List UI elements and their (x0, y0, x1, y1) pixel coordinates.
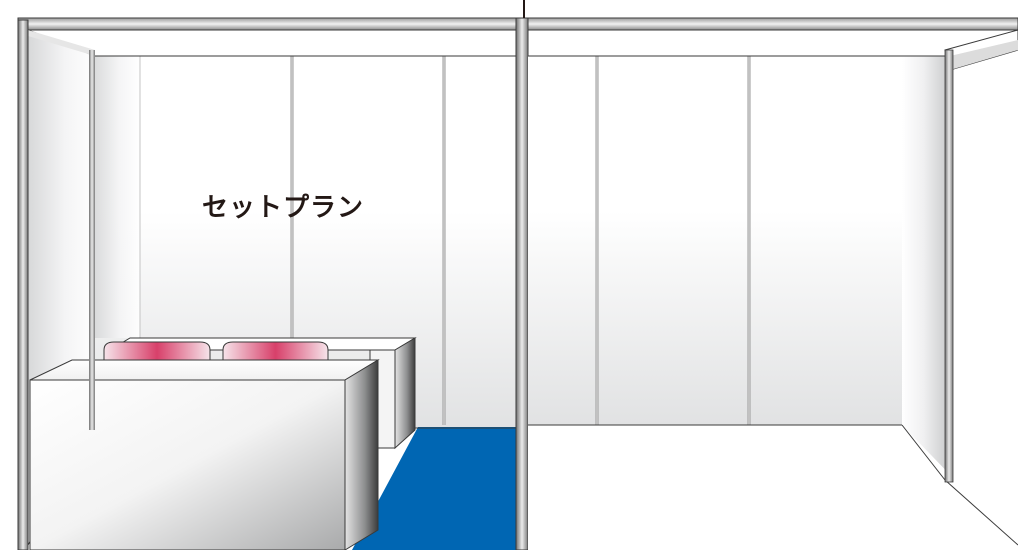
right-booth (527, 17, 1018, 550)
chair-right (222, 341, 329, 363)
right-side-wall (902, 50, 945, 480)
left-corner-post (17, 19, 29, 550)
carpet (352, 427, 520, 550)
front-counter (29, 359, 380, 550)
left-booth: セットプラン (17, 17, 521, 550)
right-inner-post (944, 49, 954, 483)
chair-left (103, 341, 211, 363)
right-back-wall (528, 55, 904, 425)
center-post (515, 17, 529, 550)
set-plan-label: セットプラン (202, 193, 364, 223)
right-floor (528, 425, 1018, 550)
rear-counter-side (394, 337, 416, 450)
left-inner-post (89, 50, 95, 430)
left-top-beam (17, 17, 521, 31)
left-inner-panel (95, 50, 140, 338)
right-top-beam (527, 17, 1018, 31)
